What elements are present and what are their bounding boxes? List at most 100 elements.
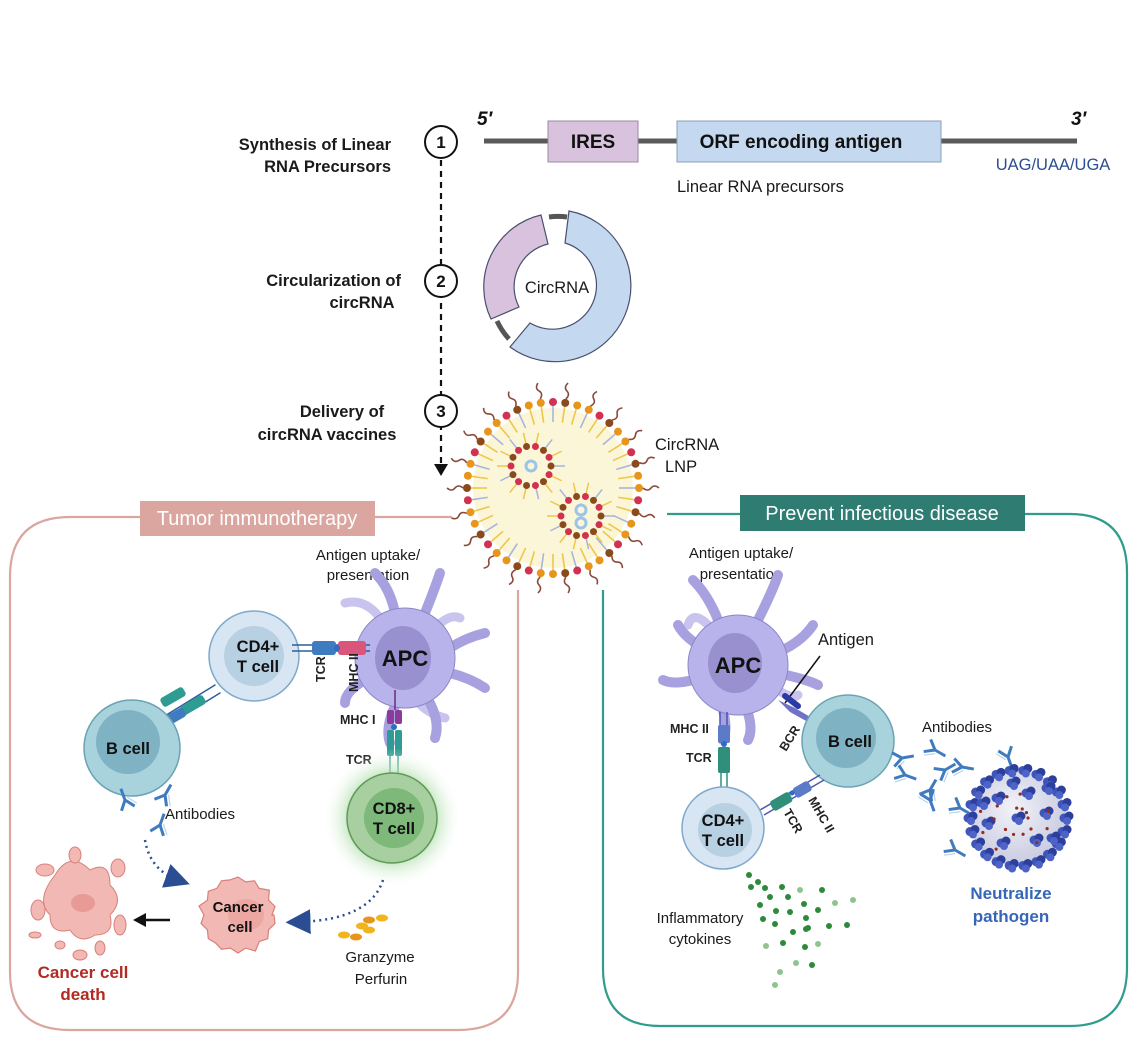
spike xyxy=(1061,830,1070,839)
cd8-to-cancer-arrow xyxy=(285,879,385,935)
spike xyxy=(1043,812,1051,820)
lipid-head xyxy=(524,401,533,410)
cytokine-dot xyxy=(803,915,809,921)
micelle-head xyxy=(581,531,589,539)
lipid-tail xyxy=(540,406,545,423)
micelle-tail xyxy=(594,488,603,499)
lipid-head xyxy=(595,556,604,565)
spike xyxy=(995,860,1004,869)
step-3-circle xyxy=(424,394,458,428)
micelle-head xyxy=(565,528,573,536)
micelle-head xyxy=(589,528,597,536)
virus-dot xyxy=(1003,827,1008,832)
micelle-tail xyxy=(572,482,577,494)
lnp-inner-micelle xyxy=(547,482,615,550)
spike xyxy=(1061,803,1070,812)
micelle-head xyxy=(515,478,523,486)
spike xyxy=(968,830,977,839)
lipid-tail xyxy=(507,418,518,433)
antibody xyxy=(153,783,173,807)
lipid-tail xyxy=(602,530,616,543)
cytokine-dot xyxy=(801,901,807,907)
virus-dot xyxy=(1026,816,1030,820)
lipid-head xyxy=(613,427,622,436)
micelle-head xyxy=(581,493,589,501)
tumor-apc-nucleus xyxy=(375,626,431,690)
cytokine-dot xyxy=(802,944,808,950)
cytokine-dot xyxy=(819,887,825,893)
lipid-head xyxy=(466,508,475,517)
virus-dot xyxy=(1045,827,1049,831)
infectious-antibodies-label: Antibodies xyxy=(922,719,992,736)
granzyme-label-line2: Perfurin xyxy=(355,971,408,988)
lipid-head xyxy=(573,401,582,410)
five-prime-label: 5′ xyxy=(477,109,494,130)
spike xyxy=(1045,787,1053,795)
micelle-tail xyxy=(601,500,612,507)
neutralize-label-line2: pathogen xyxy=(973,907,1050,926)
pathogen-virus xyxy=(963,763,1074,873)
ires-box xyxy=(547,120,639,163)
infectious-tcr-label-apc: TCR xyxy=(686,751,712,765)
circrna-cargo xyxy=(574,503,588,517)
lipid-head xyxy=(634,496,643,505)
lipid-head xyxy=(536,398,545,407)
micelle-tail xyxy=(601,525,612,532)
cancer-cell-label-line1: Cancer xyxy=(213,899,264,916)
spike xyxy=(1046,853,1055,862)
step-2-label-line2: circRNA xyxy=(329,294,394,312)
micelle-tail xyxy=(585,538,590,550)
micelle-tail xyxy=(572,538,577,550)
lipid-tail xyxy=(518,547,527,563)
lipid-head xyxy=(561,398,570,407)
step-1: 1 Synthesis of Linear RNA Precursors xyxy=(239,125,458,176)
peg-chain xyxy=(627,536,643,546)
antigen-label: Antigen xyxy=(818,631,874,649)
micelle-tail xyxy=(509,483,518,494)
step-2-number: 2 xyxy=(436,272,445,291)
step-3-number: 3 xyxy=(436,402,445,421)
cytokine-dot xyxy=(773,908,779,914)
virus-dot xyxy=(1035,841,1039,845)
virus-dot xyxy=(1011,832,1016,837)
tumor-apc-label: APC xyxy=(382,646,429,671)
linear-rna-precursor: 5′ 3′ IRES ORF encoding antigen UAG/UAA/… xyxy=(477,109,1110,196)
micelle-head xyxy=(531,443,539,451)
virus-dot xyxy=(1020,807,1024,811)
step-1-label-line1: Synthesis of Linear xyxy=(239,136,392,154)
micelle-tail xyxy=(594,533,603,544)
cytokine-dot xyxy=(777,969,783,975)
lipid-tail xyxy=(579,547,588,563)
spike xyxy=(974,791,983,800)
cancer-death-label-line2: death xyxy=(60,985,105,1004)
lipid-tail xyxy=(529,409,536,425)
cytokine-dot xyxy=(809,962,815,968)
peg-chain xyxy=(611,555,624,569)
lipid-tail xyxy=(612,514,628,523)
lipid-head xyxy=(573,566,582,575)
tumor-b-cell: B cell xyxy=(83,699,181,797)
cytokine-dot xyxy=(755,879,761,885)
infectious-tcr-mhc2-receptor xyxy=(759,774,825,816)
cytokines-label-line2: cytokines xyxy=(669,931,732,948)
cytokine-dot xyxy=(844,922,850,928)
spike xyxy=(980,802,988,810)
infectious-bcell-label: B cell xyxy=(828,733,872,751)
spike xyxy=(1025,792,1033,800)
tumor-antibodies xyxy=(119,783,173,837)
spike xyxy=(967,817,975,825)
infectious-panel-title-box xyxy=(740,495,1025,531)
orf-box xyxy=(676,120,942,163)
micelle-head xyxy=(539,478,547,486)
cytokines-label-line1: Inflammatory xyxy=(657,910,744,927)
spike xyxy=(1063,817,1071,825)
virus-dot xyxy=(978,809,983,813)
lipid-head xyxy=(536,569,545,578)
lipid-head xyxy=(627,519,636,528)
micelle-tail xyxy=(522,432,527,444)
virus-spike-proteins xyxy=(963,763,1074,873)
lipid-head xyxy=(463,471,472,480)
circrna-linker-bottom xyxy=(494,319,511,341)
antibody xyxy=(893,764,917,783)
peg-chain xyxy=(482,407,495,421)
